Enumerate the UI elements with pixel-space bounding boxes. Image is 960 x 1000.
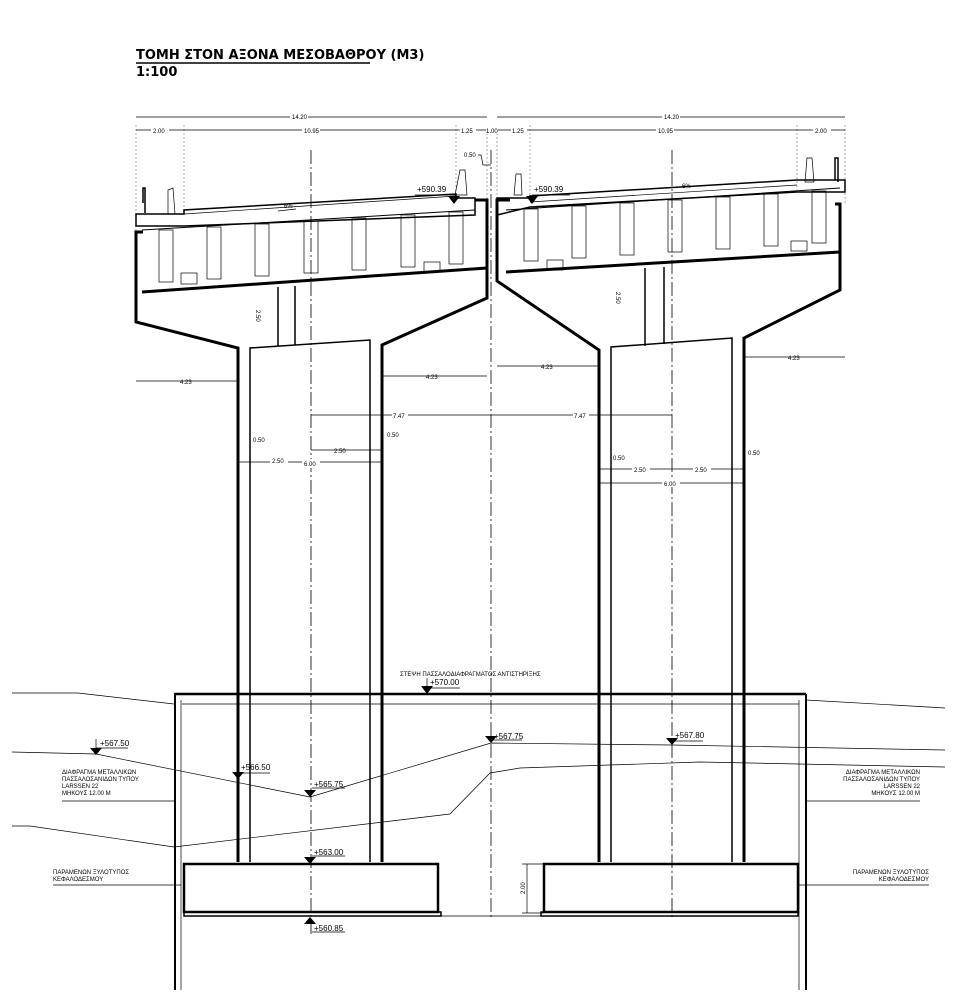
left-pier: 2.50 — [134, 198, 489, 862]
level-deck-right: +590.39 — [534, 185, 564, 194]
level-ground-right: +567.80 — [675, 731, 705, 740]
note-sheet-pile-left-4: ΜΗΚΟΥΣ 12.00 Μ — [62, 791, 111, 797]
level-ground-mid: +567.75 — [494, 732, 524, 741]
level-footing-top: +563.00 — [314, 848, 344, 857]
dim-wall-right-2: 0.50 — [748, 451, 760, 457]
note-sheet-pile-right-4: ΜΗΚΟΥΣ 12.00 Μ — [871, 791, 920, 797]
dim-axis-right: 7.47 — [574, 414, 586, 420]
centerlines — [135, 125, 846, 935]
note-sheet-pile-right-2: ΠΑΣΣΑΛΟΣΑΝΙΔΩΝ ΤΥΠΟΥ — [843, 777, 920, 783]
note-sheet-pile-right-3: LARSSEN 22 — [884, 784, 921, 790]
dim-cap-overhang-1: 4.23 — [180, 380, 192, 386]
dim-cap-overhang-3: 4.23 — [541, 365, 553, 371]
dim-cap-depth-left: 2.50 — [254, 310, 260, 322]
dim-right-cantilever: 2.00 — [815, 129, 827, 135]
note-sheet-pile-right-1: ΔΙΑΦΡΑΓΜΑ ΜΕΤΑΛΛΙΚΩΝ — [846, 770, 920, 776]
dim-right-main: 10.95 — [658, 129, 674, 135]
dim-left-cantilever: 2.00 — [153, 129, 165, 135]
dim-wall-left-1: 0.50 — [253, 438, 265, 444]
dim-left-edge: 1.25 — [461, 129, 473, 135]
right-girders — [523, 190, 827, 271]
notes-left: ΔΙΑΦΡΑΓΜΑ ΜΕΤΑΛΛΙΚΩΝ ΠΑΣΣΑΛΟΣΑΝΙΔΩΝ ΤΥΠΟ… — [53, 770, 181, 886]
dim-cap-overhang-2: 4.23 — [426, 375, 438, 381]
dim-half-right-2: 2.50 — [695, 468, 707, 474]
right-pier: 2.50 — [495, 198, 842, 862]
level-footing-bottom: +560.85 — [314, 924, 344, 933]
dim-wall-right-1: 0.50 — [613, 456, 625, 462]
sheet-pile-enclosure: ΣΤΕΨΗ ΠΑΣΣΑΛΟΔΙΑΦΡΑΓΜΑΤΟΣ ΑΝΤΙΣΤΗΡΙΞΗΣ +… — [174, 672, 807, 990]
deck-levels: +590.39 +590.39 — [415, 185, 570, 204]
drawing-title: ΤΟΜΗ ΣΤΟΝ ΑΞΟΝΑ ΜΕΣΟΒΑΘΡΟΥ (Μ3) — [136, 48, 424, 63]
level-excavation-2: +565.75 — [314, 780, 344, 789]
level-sheet-pile-top: +570.00 — [430, 678, 460, 687]
footings: 2.00 — [182, 862, 800, 917]
dim-deck-width-right: 14.20 — [664, 115, 680, 121]
dim-half-right-1: 2.50 — [634, 468, 646, 474]
note-formwork-right-2: ΚΕΦΑΛΟΔΕΣΜΟΥ — [879, 877, 929, 883]
ground-lines — [11, 692, 946, 848]
level-ground-left: +567.50 — [100, 739, 130, 748]
dim-right-edge: 1.25 — [512, 129, 524, 135]
left-girders — [158, 211, 464, 285]
dim-joint-offset: 0.50 — [464, 153, 476, 159]
slope-left: 6% — [284, 204, 293, 210]
dim-left-main: 10.95 — [304, 129, 320, 135]
drawing-scale: 1:100 — [136, 65, 177, 80]
pier-dimensions: 4.23 4.23 4.23 4.23 7.47 7.47 0.50 0.50 … — [136, 356, 845, 488]
dim-half-left-1: 2.50 — [272, 459, 284, 465]
note-sheet-pile-top: ΣΤΕΨΗ ΠΑΣΣΑΛΟΔΙΑΦΡΑΓΜΑΤΟΣ ΑΝΤΙΣΤΗΡΙΞΗΣ — [400, 672, 541, 678]
dim-cap-depth-right: 2.50 — [614, 292, 620, 304]
ground-levels: +567.50 +566.50 +565.75 +567.75 +567.80 … — [90, 731, 705, 933]
level-deck-left: +590.39 — [417, 185, 447, 194]
dim-pier-width-left: 6.00 — [304, 462, 316, 468]
right-deck: 6% — [496, 157, 846, 271]
note-sheet-pile-left-1: ΔΙΑΦΡΑΓΜΑ ΜΕΤΑΛΛΙΚΩΝ — [62, 770, 136, 776]
notes-right: ΔΙΑΦΡΑΓΜΑ ΜΕΤΑΛΛΙΚΩΝ ΠΑΣΣΑΛΟΣΑΝΙΔΩΝ ΤΥΠΟ… — [799, 770, 929, 886]
dim-half-left-2: 2.50 — [334, 449, 346, 455]
dim-pier-width-right: 6.00 — [664, 482, 676, 488]
note-formwork-left-2: ΚΕΦΑΛΟΔΕΣΜΟΥ — [53, 877, 103, 883]
left-deck: 6% — [135, 169, 476, 285]
dim-footing-depth: 2.00 — [521, 882, 527, 894]
dim-cap-overhang-4: 4.23 — [788, 356, 800, 362]
dim-gap: 1.00 — [486, 129, 498, 135]
dim-deck-width-left: 14.20 — [292, 115, 308, 121]
dim-wall-left-2: 0.50 — [387, 433, 399, 439]
note-formwork-left-1: ΠΑΡΑΜΕΝΩΝ ΞΥΛΟΤΥΠΟΣ — [53, 870, 129, 876]
dim-axis-left: 7.47 — [393, 414, 405, 420]
note-formwork-right-1: ΠΑΡΑΜΕΝΩΝ ΞΥΛΟΤΥΠΟΣ — [853, 870, 929, 876]
note-sheet-pile-left-2: ΠΑΣΣΑΛΟΣΑΝΙΔΩΝ ΤΥΠΟΥ — [62, 777, 139, 783]
note-sheet-pile-left-3: LARSSEN 22 — [62, 784, 99, 790]
level-excavation-1: +566.50 — [241, 763, 271, 772]
top-dimensions: 14.20 14.20 2.00 10.95 1.25 1.00 1.25 10… — [136, 112, 845, 166]
slope-right: 6% — [682, 184, 691, 190]
